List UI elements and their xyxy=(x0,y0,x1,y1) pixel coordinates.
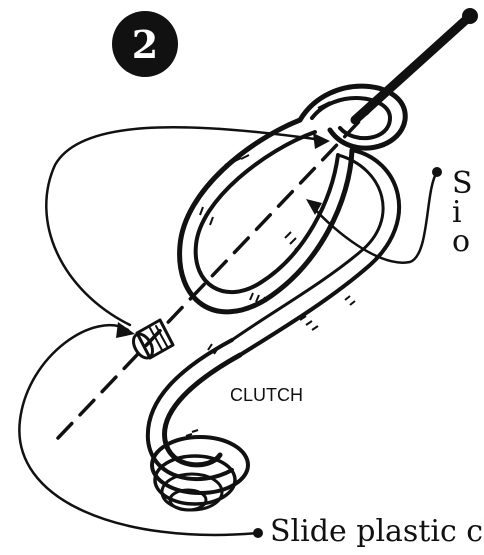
dashed-axis-line xyxy=(58,110,370,438)
insert-arrow-left xyxy=(46,127,330,325)
twisted-cord xyxy=(355,8,478,120)
right-callout-text: S i o xyxy=(452,166,473,259)
clutch-tail xyxy=(148,340,240,479)
clutch-label: CLUTCH xyxy=(230,385,303,405)
bottom-callout-text: Slide plastic cl xyxy=(270,514,484,549)
right-callout-line-3: o xyxy=(452,224,470,259)
step-badge: 2 xyxy=(112,11,178,77)
clutch-upper-loop xyxy=(180,86,406,355)
step-number: 2 xyxy=(132,22,158,67)
